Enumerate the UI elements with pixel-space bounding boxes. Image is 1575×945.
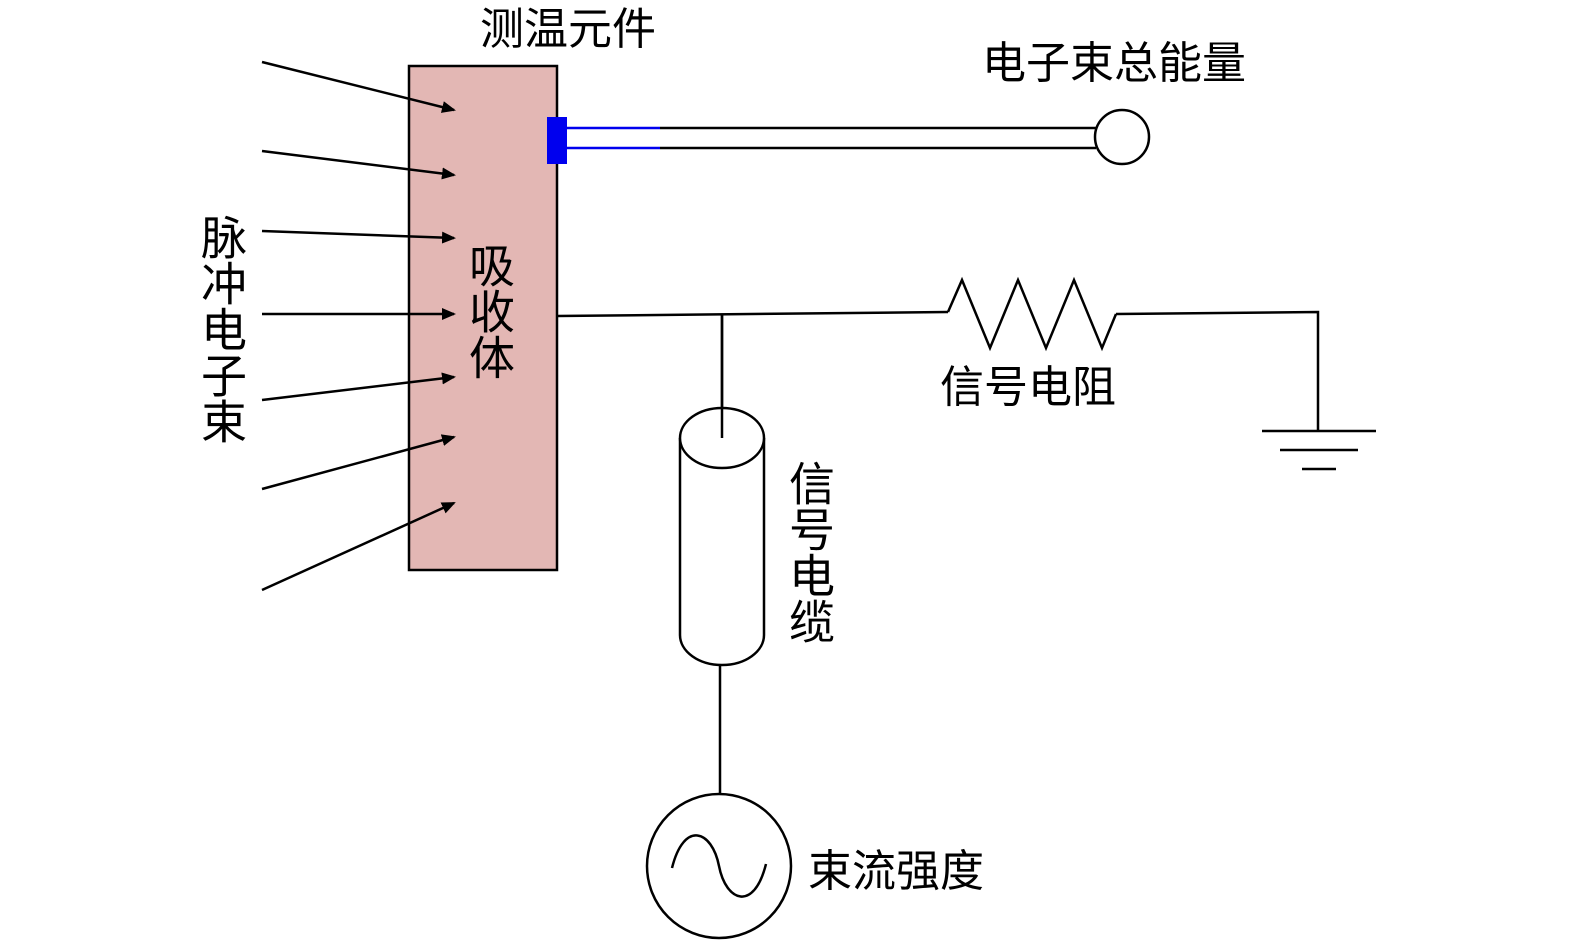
ground-symbol-icon <box>1262 429 1376 471</box>
circle-terminal-icon <box>1093 108 1151 166</box>
temperature-sensor <box>547 117 567 164</box>
temperature-element-label: 测温元件 <box>480 4 656 55</box>
pulsed-beam-label: 脉冲电子束 <box>194 214 248 444</box>
beam-intensity-label: 束流强度 <box>808 846 984 897</box>
total-energy-label: 电子束总能量 <box>982 38 1246 89</box>
ground-lead <box>1115 310 1320 430</box>
beam-arrows <box>261 60 456 592</box>
beam-arrow-6 <box>261 434 456 491</box>
beam-arrow-5 <box>261 372 456 402</box>
signal-line <box>556 310 949 318</box>
beam-arrow-3 <box>261 229 456 244</box>
absorber-block <box>407 64 559 572</box>
signal-resistor-label: 信号电阻 <box>940 362 1116 413</box>
beam-arrow-1 <box>261 60 456 113</box>
ac-source-icon <box>645 792 793 940</box>
resistor-zigzag-icon <box>946 276 1118 352</box>
beam-arrow-2 <box>261 149 456 180</box>
beam-arrow-7 <box>261 501 456 592</box>
coax-cable-icon <box>678 406 766 667</box>
absorber-label: 吸收体 <box>462 242 516 380</box>
signal-cable-label: 信号电缆 <box>782 460 836 644</box>
